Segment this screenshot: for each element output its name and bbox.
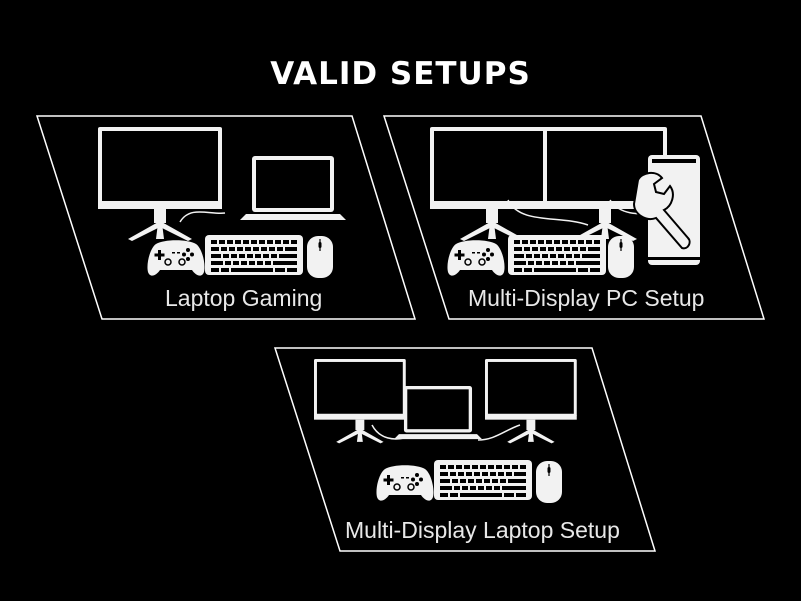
monitor-icon (485, 359, 577, 444)
gamepad-icon (446, 239, 506, 277)
panel-frame (273, 347, 657, 552)
monitor-icon (98, 127, 222, 241)
monitor-icon (430, 127, 554, 241)
panel-label-multi-display-pc: Multi-Display PC Setup (468, 285, 705, 311)
page-title: VALID SETUPS (270, 56, 531, 92)
laptop-icon (394, 386, 482, 440)
mouse-icon (535, 460, 563, 504)
panel-multi-display-pc (382, 115, 766, 320)
laptop-icon (240, 156, 346, 220)
mouse-icon (607, 235, 635, 279)
panel-label-multi-display-laptop: Multi-Display Laptop Setup (345, 517, 620, 543)
panel-frame (35, 115, 417, 320)
keyboard-icon (434, 460, 532, 500)
mouse-icon (306, 235, 334, 279)
panel-frame (382, 115, 766, 320)
gamepad-icon (375, 464, 435, 502)
panel-multi-display-laptop (273, 347, 657, 552)
keyboard-icon (508, 235, 606, 275)
gamepad-icon (146, 239, 206, 277)
panel-label-laptop-gaming: Laptop Gaming (165, 285, 323, 311)
monitor-icon (314, 359, 406, 444)
panel-laptop-gaming (35, 115, 417, 320)
keyboard-icon (205, 235, 303, 275)
